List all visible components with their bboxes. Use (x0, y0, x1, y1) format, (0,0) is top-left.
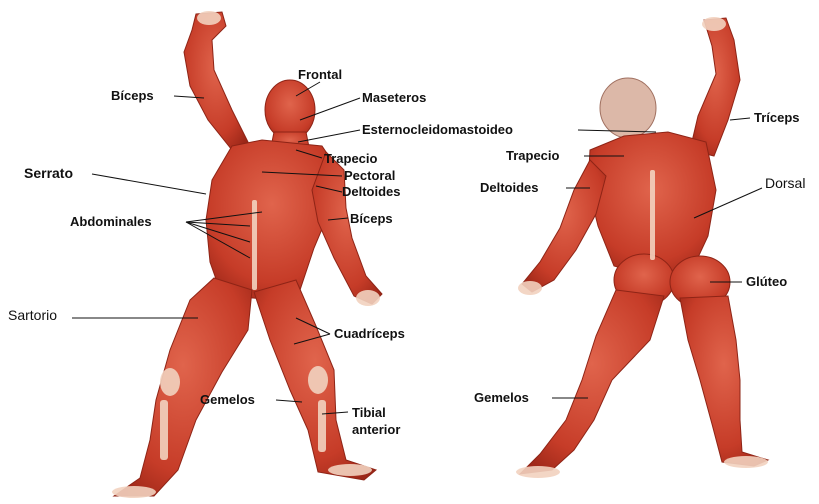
front-tibia (318, 400, 326, 452)
front-right-leg (114, 278, 252, 496)
back-head (600, 78, 656, 138)
back-spine (650, 170, 655, 260)
leader-triceps (730, 118, 750, 120)
front-right-knee (160, 368, 180, 396)
back-figure (520, 18, 768, 474)
back-left-foot (516, 466, 560, 478)
label-maseteros: Maseteros (362, 90, 426, 105)
leader-serrato (92, 174, 206, 194)
label-triceps: Tríceps (754, 110, 800, 125)
label-trapecio-back: Trapecio (506, 148, 559, 163)
label-abdominales: Abdominales (70, 214, 152, 229)
label-gemelos-back: Gemelos (474, 390, 529, 405)
front-right-foot (112, 486, 156, 498)
label-deltoides-back: Deltoides (480, 180, 539, 195)
label-deltoides-front: Deltoides (342, 184, 401, 199)
front-right-shin (160, 400, 168, 460)
label-tibial-line1: Tibial (352, 404, 386, 421)
front-left-knee (308, 366, 328, 394)
label-dorsal: Dorsal (765, 176, 805, 191)
front-raised-fist (197, 11, 221, 25)
label-sartorio: Sartorio (8, 308, 57, 323)
label-serrato: Serrato (24, 166, 73, 181)
label-pectoral: Pectoral (344, 168, 395, 183)
back-raised-fist (702, 17, 726, 31)
back-right-leg (680, 296, 768, 466)
label-frontal: Frontal (298, 67, 342, 82)
front-figure (114, 12, 382, 496)
label-cuadriceps: Cuadríceps (334, 326, 405, 341)
back-right-foot (724, 456, 768, 468)
front-left-foot (328, 464, 372, 476)
front-raised-arm (184, 12, 248, 150)
back-raised-arm (690, 18, 740, 156)
label-esternocleidomastoideo: Esternocleidomastoideo (362, 122, 513, 137)
label-gluteo: Glúteo (746, 274, 787, 289)
label-gemelos-front: Gemelos (200, 392, 255, 407)
label-tibial-line2: anterior (352, 421, 400, 438)
front-lowered-fist (356, 290, 380, 306)
label-trapecio-front: Trapecio (324, 151, 377, 166)
back-lowered-hand (518, 281, 542, 295)
label-biceps-lower: Bíceps (350, 211, 393, 226)
label-biceps-upper: Bíceps (111, 88, 154, 103)
back-left-leg (520, 290, 664, 474)
